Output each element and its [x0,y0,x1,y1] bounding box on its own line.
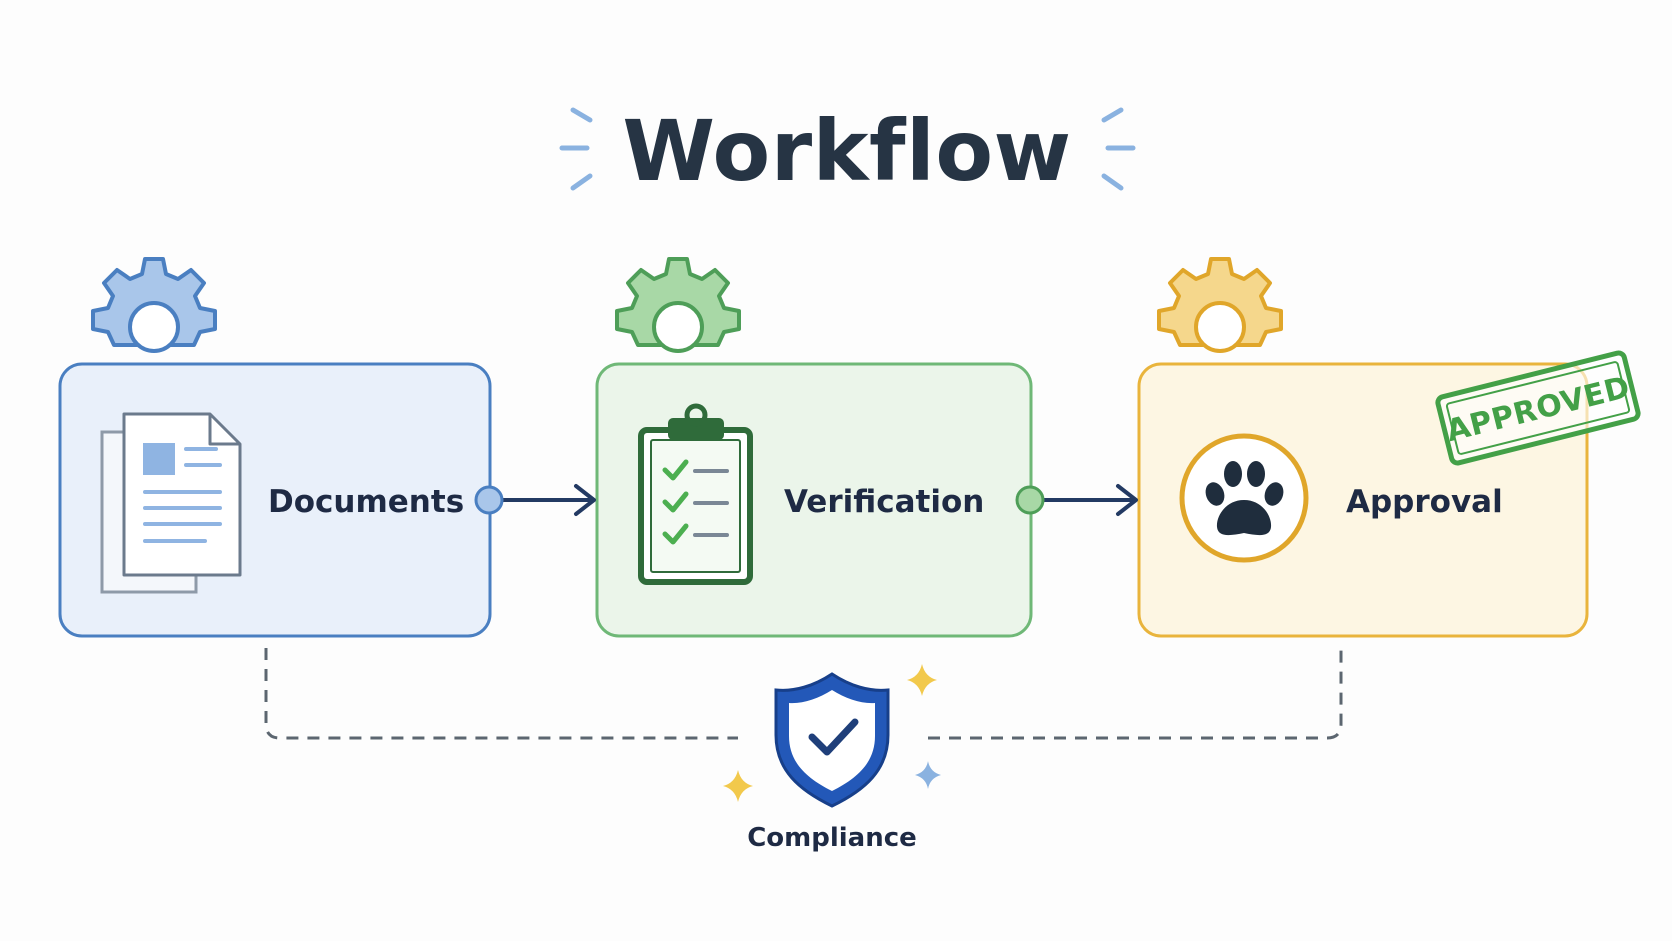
gear-icon [91,257,217,353]
title-group: Workflow [559,102,1136,200]
shield-check-icon [774,672,890,808]
connector-documents-verification [474,484,596,516]
title-rays-left [559,107,593,191]
step-label-approval: Approval [1346,484,1503,520]
compliance-label: Compliance [747,823,917,853]
sparkle-icon [723,770,753,802]
step-label-verification: Verification [784,484,984,520]
paw-icon [1179,433,1309,563]
clipboard-checklist-icon [638,403,753,585]
sparkle-icon [907,664,937,696]
step-label-documents: Documents [268,484,464,520]
document-icon [100,412,242,594]
approved-stamp: APPROVED [1435,350,1641,466]
page-title: Workflow [622,102,1071,200]
compliance-dashed-line [264,648,1343,740]
sparkle-icon [915,761,941,789]
connector-verification-approval [1015,484,1138,516]
gear-icon [1157,257,1283,353]
title-rays-right [1101,107,1136,191]
gear-icon [615,257,741,353]
